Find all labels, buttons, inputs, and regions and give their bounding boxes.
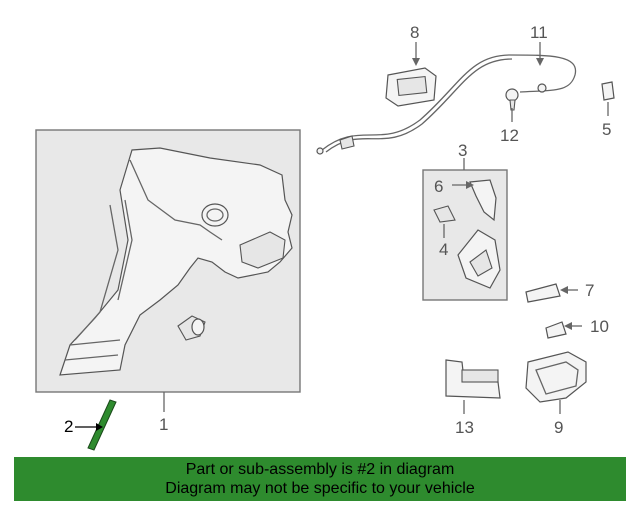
callout-6: 6 bbox=[434, 177, 443, 196]
part-1-quarter-panel[interactable] bbox=[59, 147, 293, 376]
callout-7: 7 bbox=[585, 281, 594, 300]
banner-line-2: Diagram may not be specific to your vehi… bbox=[165, 480, 475, 497]
info-banner: Part or sub-assembly is #2 in diagram Di… bbox=[14, 457, 626, 501]
part-4-clip[interactable] bbox=[433, 205, 456, 223]
callout-9: 9 bbox=[554, 418, 563, 437]
callout-3: 3 bbox=[458, 141, 467, 160]
callout-12: 12 bbox=[500, 126, 519, 145]
part-5-clip[interactable] bbox=[601, 81, 615, 101]
part-11-release-cable[interactable] bbox=[316, 54, 577, 155]
part-8-bracket[interactable] bbox=[385, 67, 437, 107]
parts-diagram: 1 2 8 11 12 5 3 6 bbox=[35, 23, 615, 451]
callout-2: 2 bbox=[64, 417, 73, 436]
part-10-clip[interactable] bbox=[545, 321, 567, 339]
part-13-bracket[interactable] bbox=[445, 359, 501, 399]
callout-8: 8 bbox=[410, 23, 419, 42]
part-9-fuel-door[interactable] bbox=[525, 351, 587, 403]
part-grommet[interactable] bbox=[177, 315, 206, 341]
part-7-lining[interactable] bbox=[525, 283, 561, 303]
callout-4: 4 bbox=[439, 240, 448, 259]
callout-13: 13 bbox=[455, 418, 474, 437]
callout-11: 11 bbox=[530, 23, 548, 42]
banner-line-1: Part or sub-assembly is #2 in diagram bbox=[185, 461, 455, 478]
callout-5: 5 bbox=[602, 120, 611, 139]
part-12-clip[interactable] bbox=[505, 88, 519, 111]
part-6-hinge[interactable] bbox=[469, 179, 497, 222]
callout-10: 10 bbox=[590, 317, 609, 336]
part-housing[interactable] bbox=[457, 229, 501, 289]
part-2-highlighted[interactable] bbox=[87, 399, 117, 451]
callout-1: 1 bbox=[159, 415, 168, 434]
